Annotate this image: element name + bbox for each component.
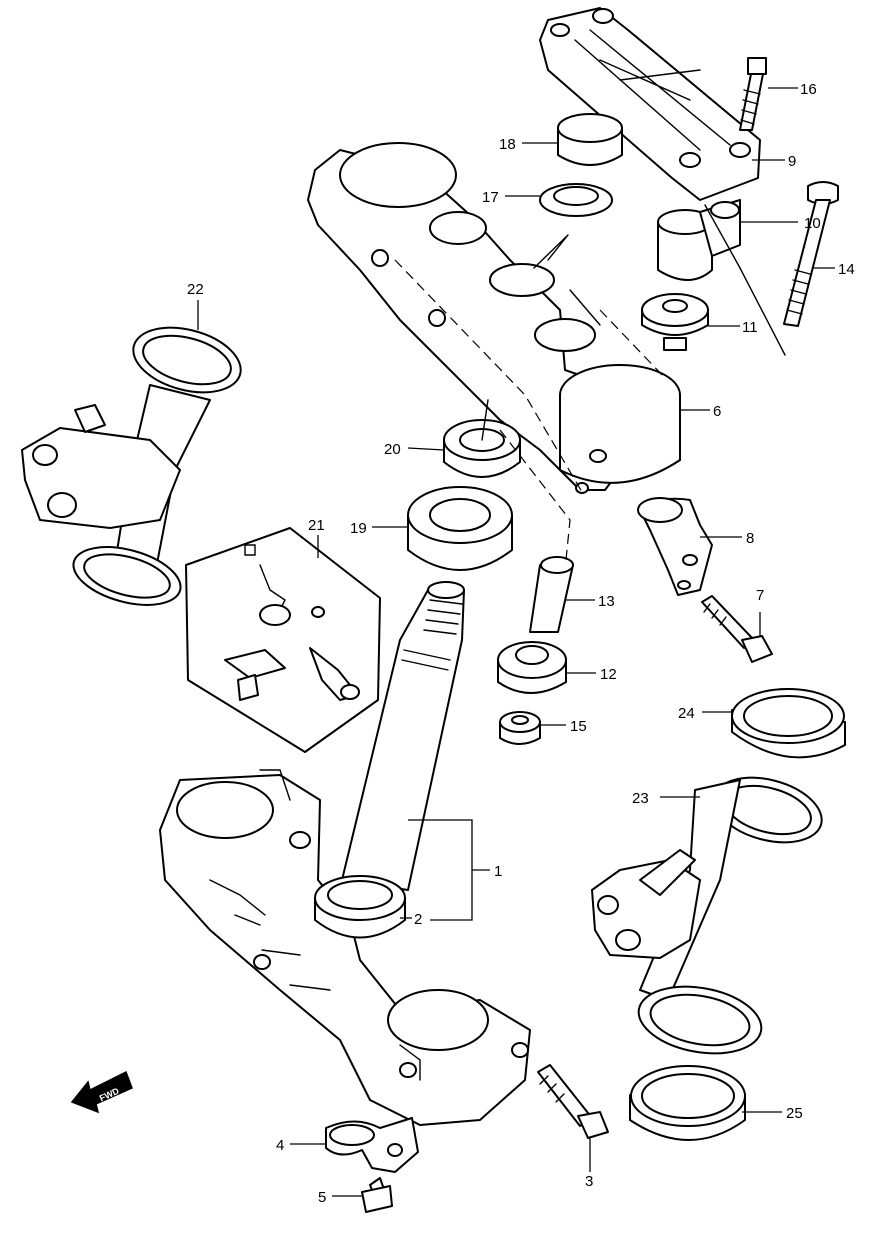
- part-25-seal: [629, 1065, 746, 1141]
- part-13-tube: [529, 556, 574, 633]
- part-14-long-bolt: [783, 181, 839, 327]
- part-11-cushion: [641, 293, 709, 351]
- part-23-bracket: [591, 776, 823, 1055]
- part-18-damper: [557, 113, 623, 166]
- label-part-1: 1: [494, 863, 502, 880]
- leader-lines: [197, 87, 835, 1197]
- part-6-upper-bracket: [307, 142, 681, 494]
- label-part-7: 7: [756, 587, 764, 604]
- label-part-8: 8: [746, 530, 754, 547]
- part-number-labels: 16 9 18 17 10 14 11 6 20 8 19 13 7 12 15…: [187, 81, 855, 1206]
- label-part-25: 25: [786, 1105, 803, 1122]
- label-part-3: 3: [585, 1173, 593, 1190]
- label-part-12: 12: [600, 666, 617, 683]
- part-22-bracket: [21, 326, 242, 606]
- part-4-clamp: [325, 1117, 419, 1173]
- label-part-23: 23: [632, 790, 649, 807]
- label-part-14: 14: [838, 261, 855, 278]
- label-part-5: 5: [318, 1189, 326, 1206]
- part-20-ring-nut: [443, 419, 521, 478]
- part-12-retainer: [497, 641, 567, 694]
- part-9-handlebar-holder: [539, 7, 761, 201]
- part-1-steering-stem: [159, 581, 531, 1126]
- label-part-20: 20: [384, 441, 401, 458]
- label-part-22: 22: [187, 281, 204, 298]
- part-2-bearing: [314, 875, 406, 939]
- label-part-9: 9: [788, 153, 796, 170]
- part-3-bolt: [537, 1064, 609, 1139]
- part-24-seal: [731, 688, 846, 759]
- label-part-2: 2: [414, 911, 422, 928]
- label-part-21: 21: [308, 517, 325, 534]
- part-15-nut: [499, 711, 541, 745]
- part-21-lock-set-inset: [185, 527, 381, 753]
- alignment-lines: [394, 204, 786, 561]
- label-part-15: 15: [570, 718, 587, 735]
- label-part-19: 19: [350, 520, 367, 537]
- label-part-18: 18: [499, 136, 516, 153]
- label-part-13: 13: [598, 593, 615, 610]
- fwd-arrow-icon: FWD: [70, 1070, 133, 1114]
- label-part-24: 24: [678, 705, 695, 722]
- label-part-17: 17: [482, 189, 499, 206]
- label-part-11: 11: [742, 319, 758, 336]
- part-5-screw: [361, 1177, 393, 1213]
- part-7-bolt: [701, 595, 773, 663]
- label-part-4: 4: [276, 1137, 284, 1154]
- part-19-bearing: [407, 486, 513, 571]
- label-part-10: 10: [804, 215, 821, 232]
- label-part-16: 16: [800, 81, 817, 98]
- part-10-holder-lower: [657, 199, 741, 281]
- part-17-washer: [539, 183, 613, 217]
- part-8-bracket: [637, 497, 713, 596]
- part-16-bolt: [739, 57, 767, 131]
- label-part-6: 6: [713, 403, 721, 420]
